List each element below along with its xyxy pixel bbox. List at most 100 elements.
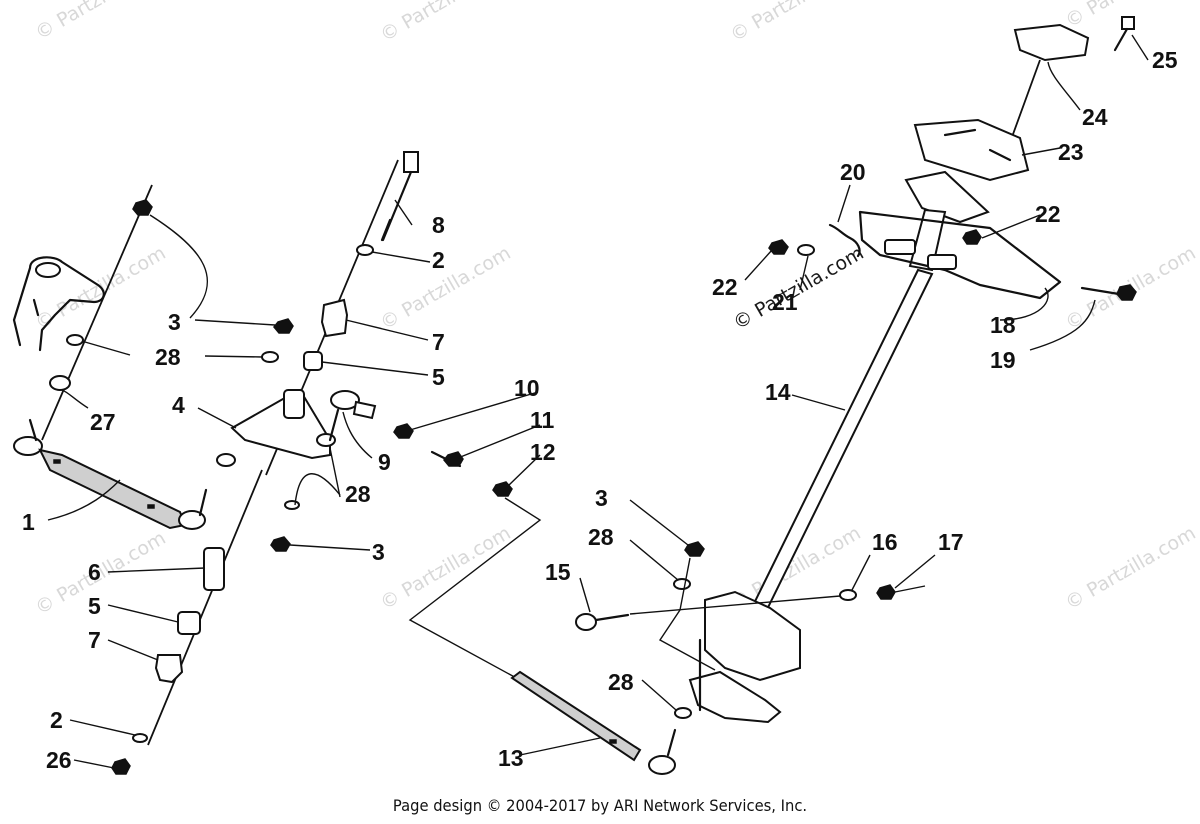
callout-numbers: 1 2 2 3 3 3 4 5 5 6 7 7 8 9 10 11 12 13 …	[22, 47, 1178, 773]
watermark: © Partzilla.com	[727, 0, 865, 46]
bracket-hole	[35, 262, 61, 278]
callout-18: 18	[990, 312, 1016, 338]
washer-part-16	[839, 589, 857, 601]
callout-2: 2	[50, 707, 63, 733]
callout-5: 5	[432, 364, 445, 390]
tie-rod-part-1	[13, 418, 208, 530]
steering-column-part-14	[736, 268, 934, 642]
callout-24: 24	[1082, 104, 1108, 130]
callout-20: 20	[840, 159, 866, 185]
callout-17: 17	[938, 529, 964, 555]
callout-3: 3	[372, 539, 385, 565]
tie-rod-part-13	[510, 670, 692, 775]
bushing-part-5	[177, 611, 201, 635]
nut-part-22-left	[768, 239, 789, 255]
bracket-clamp-right	[927, 254, 957, 270]
callout-16: 16	[872, 529, 898, 555]
nut-part-12	[492, 481, 513, 497]
bolt-part-15	[575, 613, 630, 631]
watermark: © Partzilla.com	[1062, 522, 1200, 614]
nut-part-10	[393, 423, 414, 439]
callout-23: 23	[1058, 139, 1084, 165]
callout-19: 19	[990, 347, 1016, 373]
callout-21: 21	[772, 289, 798, 315]
assembly-link-line	[408, 497, 542, 681]
spacer-part-7-center	[320, 298, 349, 338]
callout-11: 11	[530, 407, 555, 433]
handlebar-clamp-part-24	[1013, 23, 1090, 62]
nut-part-3-right	[684, 541, 705, 557]
callout-26: 26	[46, 747, 72, 773]
callout-8: 8	[432, 212, 445, 238]
callout-13: 13	[498, 745, 524, 771]
nut-part-3	[132, 199, 153, 216]
nut-part-22-right	[962, 229, 982, 245]
spring-part-20	[828, 223, 861, 258]
callout-5: 5	[88, 593, 101, 619]
nut-part-3-bottom	[270, 536, 291, 552]
column-upper-plate	[904, 170, 990, 224]
bolt-15-axis	[629, 595, 841, 615]
washer-part-21	[797, 244, 815, 256]
bolt-part-8	[380, 151, 419, 242]
column-base-plate	[688, 670, 782, 724]
nut-part-17	[876, 584, 896, 600]
callout-14: 14	[765, 379, 791, 405]
pitman-hub	[283, 389, 305, 419]
washer-part-28	[66, 334, 84, 346]
handlebar-block-part-23	[913, 118, 1030, 182]
washer-part-2	[132, 733, 148, 743]
left-steering-arm-assembly	[12, 184, 263, 775]
washer-part-28-bottom	[284, 500, 300, 510]
washer-part-28-right-column	[673, 578, 691, 590]
column-lower-bracket	[704, 590, 801, 682]
watermark: © Partzilla.com	[377, 0, 515, 46]
threaded-stud-part-11	[430, 450, 464, 468]
pitman-arm-part-4	[230, 388, 331, 460]
washer-part-28-center	[261, 351, 279, 363]
column-bracket	[858, 210, 1062, 300]
watermark-dark: © Partzilla.com	[730, 242, 868, 334]
callout-25: 25	[1152, 47, 1178, 73]
callout-28: 28	[155, 344, 181, 370]
spacer-part-7	[154, 654, 184, 684]
callout-28: 28	[588, 524, 614, 550]
steering-arm-bracket	[12, 256, 105, 352]
callout-15: 15	[545, 559, 571, 585]
callout-28: 28	[345, 481, 371, 507]
page-footer: Page design © 2004-2017 by ARI Network S…	[392, 796, 808, 815]
watermarks: © Partzilla.com © Partzilla.com © Partzi…	[32, 0, 1200, 619]
callout-22: 22	[1035, 201, 1061, 227]
bushing-part-5-center	[303, 351, 323, 371]
callout-28: 28	[608, 669, 634, 695]
center-pitman-assembly	[216, 151, 542, 681]
callout-6: 6	[88, 559, 101, 585]
callout-7: 7	[88, 627, 101, 653]
washer-part-28-lower-right	[674, 707, 692, 719]
nut-part-26	[111, 758, 131, 775]
bushing-part-27	[49, 375, 71, 391]
assembly-axis	[41, 184, 153, 441]
leader-lines	[47, 34, 1149, 769]
callout-10: 10	[514, 375, 540, 401]
watermark: © Partzilla.com	[377, 522, 515, 614]
bolt-part-25	[1113, 16, 1135, 52]
washer-part-28-lower	[216, 453, 236, 467]
callout-2: 2	[432, 247, 445, 273]
bolt-part-19	[1080, 284, 1137, 301]
callout-4: 4	[172, 392, 185, 418]
callout-22: 22	[712, 274, 738, 300]
bracket-clamp-left	[884, 239, 916, 255]
washer-part-28-right	[316, 433, 336, 447]
callout-7: 7	[432, 329, 445, 355]
callout-1: 1	[22, 509, 35, 535]
lower-axis	[147, 469, 263, 746]
washer-part-2-center	[356, 244, 374, 256]
callout-9: 9	[378, 449, 391, 475]
callout-12: 12	[530, 439, 556, 465]
callout-27: 27	[90, 409, 116, 435]
callout-3: 3	[168, 309, 181, 335]
callout-3: 3	[595, 485, 608, 511]
sleeve-part-6	[203, 547, 225, 591]
